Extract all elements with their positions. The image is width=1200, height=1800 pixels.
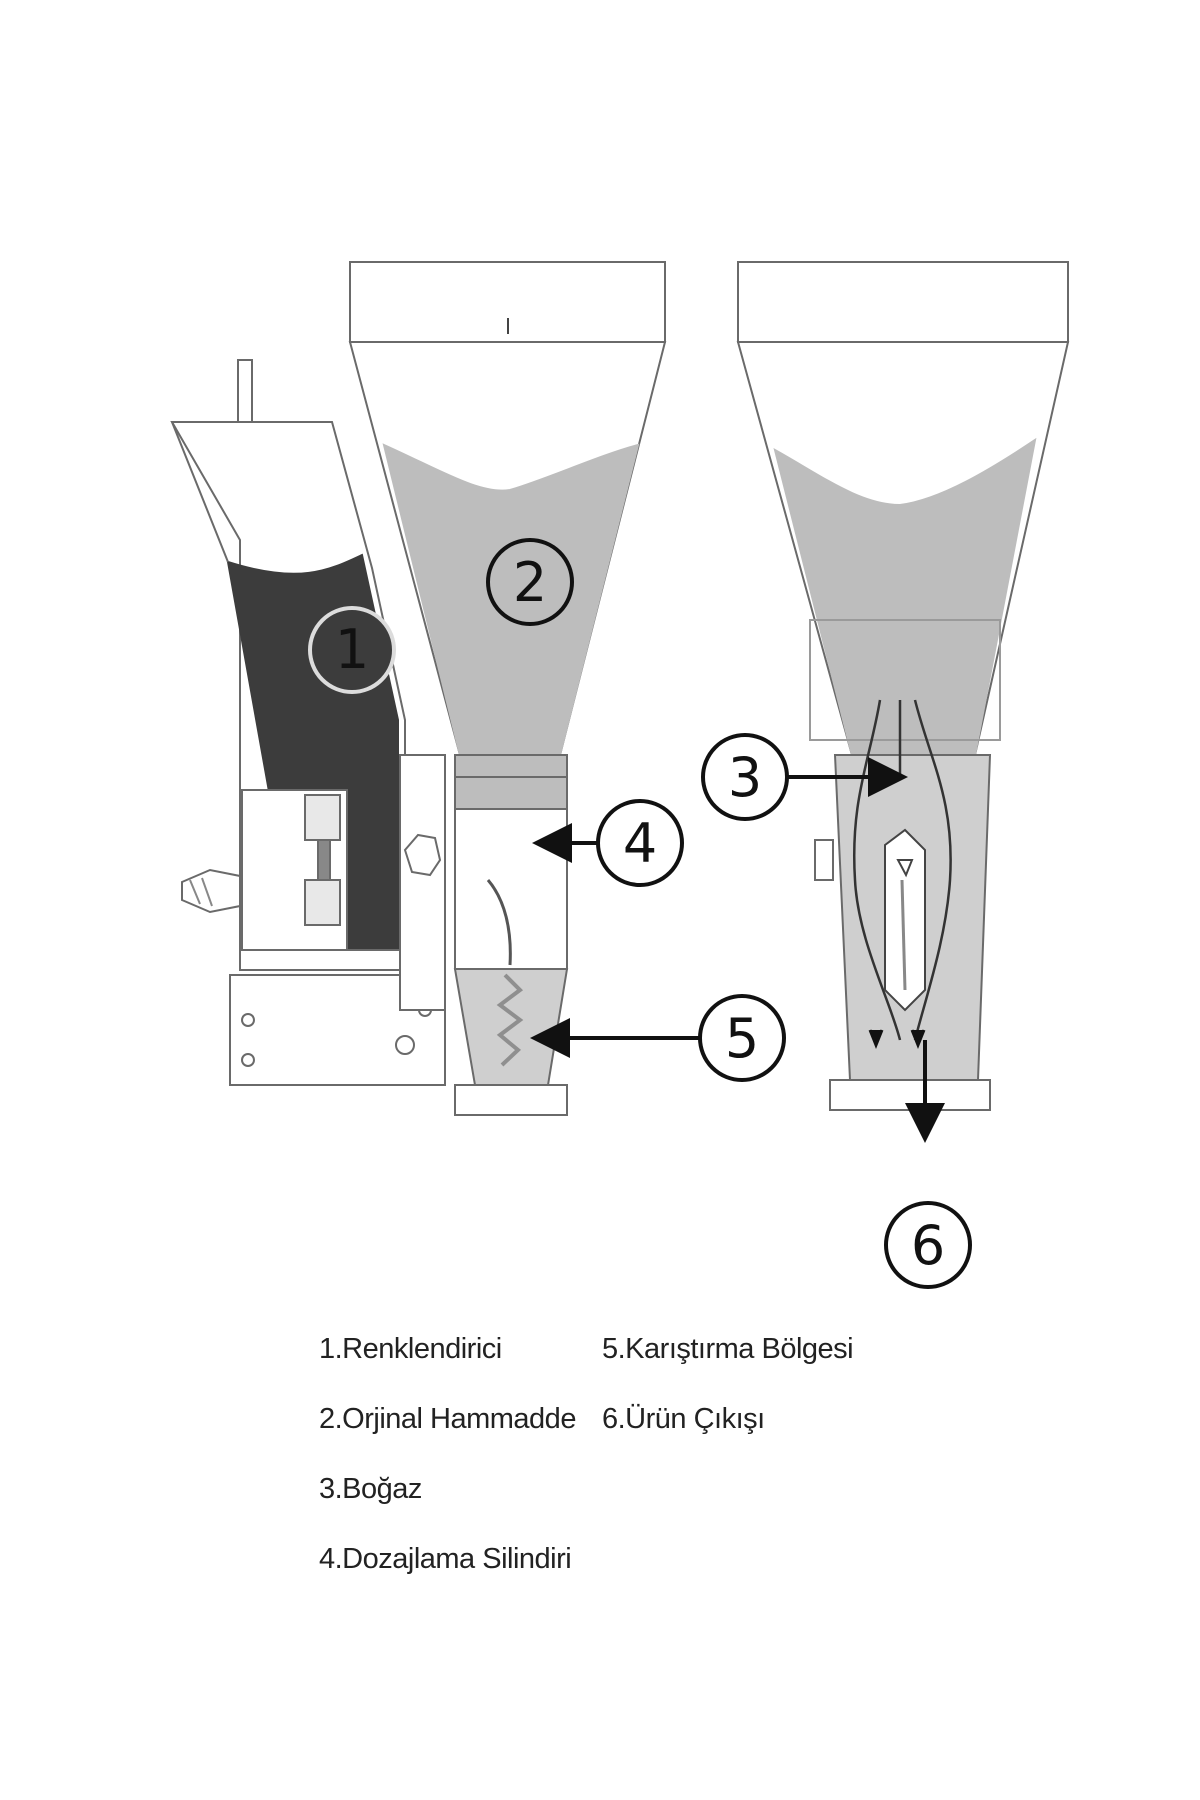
legend-item-6: 6.Ürün Çıkışı — [602, 1403, 765, 1435]
right-hopper — [736, 261, 1070, 756]
drive-mechanism — [181, 789, 411, 971]
dosing-housing — [453, 776, 569, 1116]
legend-column-right: 5.Karıştırma Bölgesi 6.Ürün Çıkışı — [602, 1314, 854, 1454]
mixing-screw — [496, 973, 524, 1067]
base-block — [229, 974, 446, 1086]
mounting-plate — [399, 754, 446, 1011]
callout-6: 6 — [884, 1201, 972, 1289]
legend-item-1: 1.Renklendirici — [319, 1333, 502, 1365]
legend-item-5: 5.Karıştırma Bölgesi — [602, 1333, 854, 1365]
callout-3: 3 — [701, 733, 789, 821]
callout-1-label: 1 — [335, 618, 369, 681]
right-machine — [736, 261, 1070, 1111]
legend-item-3: 3.Boğaz — [319, 1473, 422, 1505]
callout-1: 1 — [308, 606, 396, 694]
callout-5: 5 — [698, 994, 786, 1082]
legend-column-left: 1.Renklendirici 2.Orjinal Hammadde 3.Boğ… — [319, 1314, 576, 1594]
callout-2: 2 — [486, 538, 574, 626]
legend-item-2: 2.Orjinal Hammadde — [319, 1403, 576, 1435]
callout-3-label: 3 — [728, 746, 762, 809]
left-machine — [170, 261, 667, 1116]
callout-4: 4 — [596, 799, 684, 887]
callout-arrows — [530, 757, 945, 1143]
callout-5-label: 5 — [725, 1007, 759, 1070]
legend-item-4: 4.Dozajlama Silindiri — [319, 1543, 572, 1575]
right-throat-section — [814, 699, 992, 1111]
callout-4-label: 4 — [623, 812, 657, 875]
callout-2-label: 2 — [513, 551, 547, 614]
callout-6-label: 6 — [911, 1214, 945, 1277]
